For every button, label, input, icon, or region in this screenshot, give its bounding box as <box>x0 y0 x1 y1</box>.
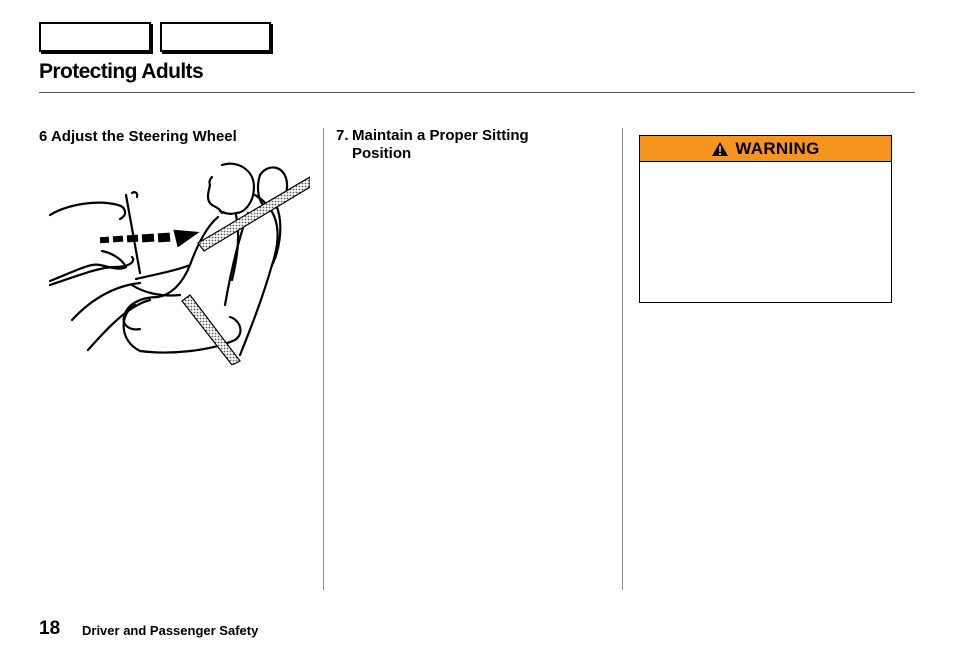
section-heading-adjust-steering-wheel: 6 Adjust the Steering Wheel <box>39 128 237 145</box>
heading-line-2: Position <box>352 145 412 162</box>
warning-box: WARNING <box>639 135 892 303</box>
nav-button-2[interactable] <box>160 22 271 52</box>
steering-wheel-adjust-illustration <box>48 162 310 365</box>
page-title: Protecting Adults <box>39 60 204 83</box>
title-divider <box>39 92 915 93</box>
page-number: 18 <box>39 618 61 639</box>
heading-number: 7. <box>336 127 349 144</box>
column-divider-2 <box>622 128 623 590</box>
nav-button-1[interactable] <box>39 22 151 52</box>
warning-label: WARNING <box>735 138 820 158</box>
warning-header: WARNING <box>640 136 891 162</box>
warning-triangle-icon <box>712 141 729 156</box>
column-divider-1 <box>323 128 324 590</box>
heading-line-1: Maintain a Proper Sitting <box>352 127 529 144</box>
footer-section-title: Driver and Passenger Safety <box>82 623 259 638</box>
